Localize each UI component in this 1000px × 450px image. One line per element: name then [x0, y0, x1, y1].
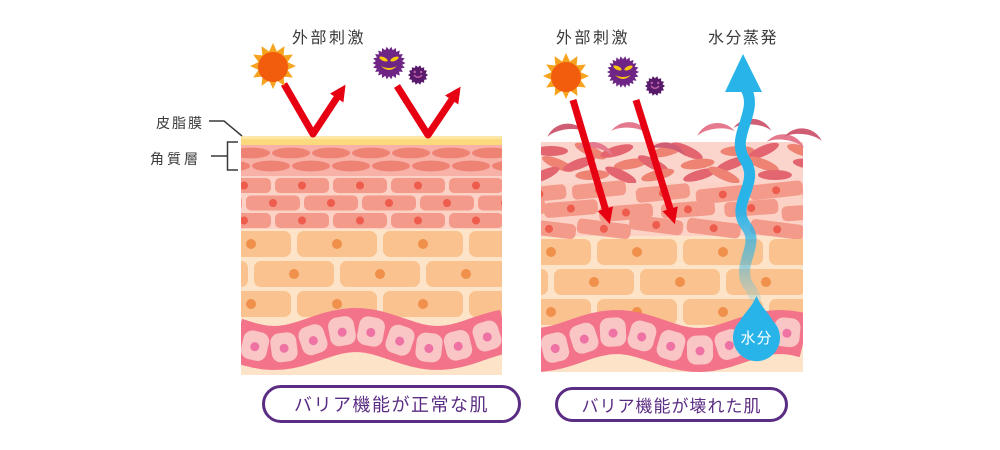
germ-icon [645, 76, 665, 96]
right-caption-badge: バリア機能が壊れた肌 [555, 387, 788, 422]
reflected-arrow-icon [280, 82, 346, 138]
right-stimulus-label: 外部刺激 [556, 28, 631, 47]
lower-brick-layer [241, 231, 502, 317]
stratum-corneum-label: 角質層 [150, 152, 201, 168]
sun-icon [250, 43, 296, 89]
basal-layer [241, 307, 502, 371]
upper-brick-layer [241, 176, 502, 229]
virus-icon [372, 46, 406, 80]
moisture-drop-label: 水分 [740, 329, 773, 347]
skin-flake-icon [611, 122, 650, 135]
sun-icon [543, 53, 589, 99]
skin-flakes [547, 118, 822, 157]
skin-flake-icon [766, 134, 805, 148]
skin-flake-icon [648, 142, 686, 157]
penetrating-arrow-icon [569, 99, 613, 225]
skin-flake-icon [784, 128, 822, 141]
left-stimulus-label: 外部刺激 [292, 28, 367, 47]
right-skin-block [541, 142, 803, 372]
upper-brick-layer [541, 180, 803, 240]
left-caption-badge: バリア機能が正常な肌 [262, 385, 521, 423]
stratum-corneum-layer [241, 145, 502, 176]
virus-icon [607, 56, 639, 88]
reflected-arrow-icon [394, 84, 461, 139]
skin-flake-icon [547, 123, 585, 137]
left-skin-block [241, 136, 502, 375]
germ-icon [408, 65, 428, 85]
stimulus-arrows [280, 82, 678, 225]
evaporation-arrow-icon [725, 54, 781, 362]
evaporation-label: 水分蒸発 [708, 28, 779, 47]
sebum-film-label: 皮脂膜 [156, 116, 204, 132]
skin-flake-icon [697, 123, 735, 136]
sebum-layer [241, 136, 502, 145]
water-drop-icon [733, 296, 781, 362]
penetrating-arrow-icon [632, 98, 678, 225]
label-connectors [209, 120, 243, 171]
